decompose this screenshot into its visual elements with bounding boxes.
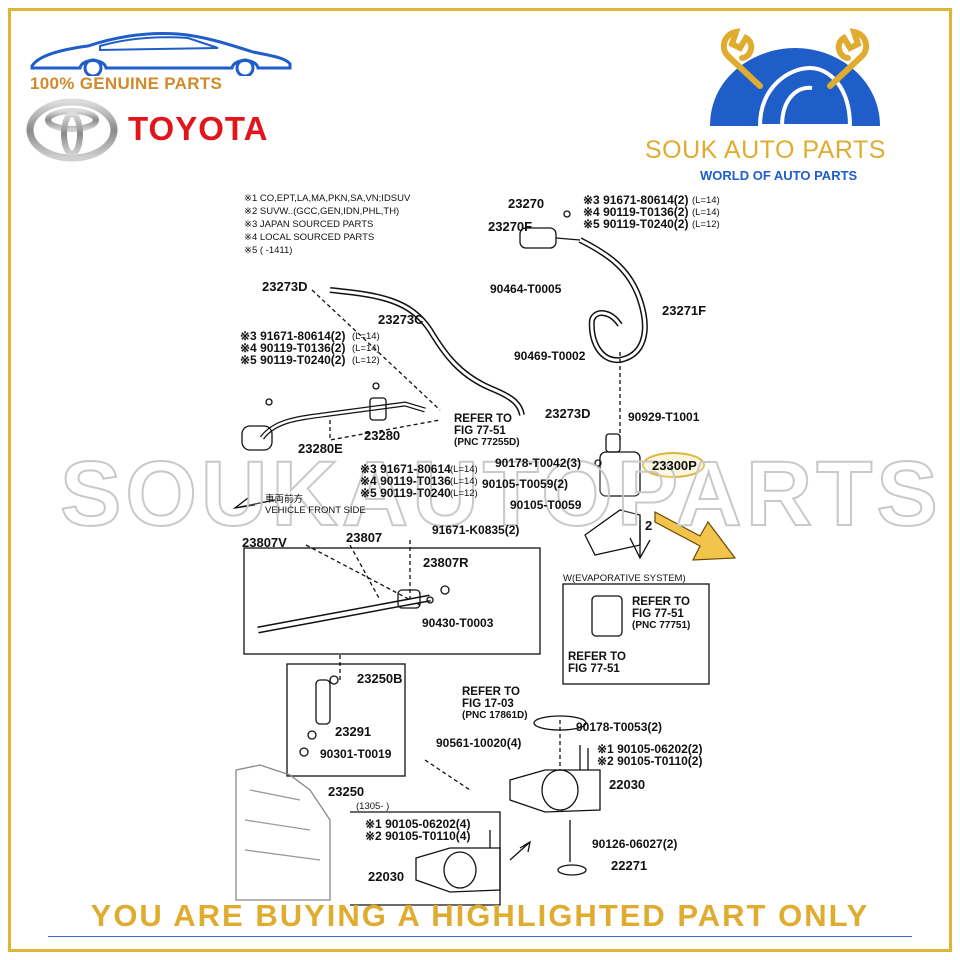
part-label: 23280 <box>364 428 401 443</box>
refer-line: REFER TO <box>462 686 520 698</box>
part-label: 91671-K0835(2) <box>432 523 520 537</box>
part-label: ※4 90119-T0136(2) <box>583 205 689 219</box>
diagram-note: ※5 ( -1411) <box>244 245 293 256</box>
diagram-note: ※3 JAPAN SOURCED PARTS <box>244 219 374 230</box>
refer-line: (PNC 77255D) <box>454 437 520 448</box>
part-label: 23273C <box>378 312 424 327</box>
part-label: ※1 90105-06202(4) <box>365 817 471 831</box>
page-frame <box>8 8 952 952</box>
part-label: 23270F <box>488 219 533 234</box>
car-logo-icon <box>30 32 292 76</box>
evap-system-label: W(EVAPORATIVE SYSTEM) <box>563 573 686 584</box>
date-range-note: (1305- ) <box>356 801 390 812</box>
bolt-length-note: (L=14) <box>352 343 380 354</box>
bolt-length-note: (L=14) <box>352 331 380 342</box>
diagram-note: ※1 CO,EPT,LA,MA,PKN,SA,VN;IDSUV <box>244 193 411 204</box>
part-label: ※2 90105-T0110(4) <box>365 829 471 843</box>
refer-line: (PNC 77751) <box>632 620 691 631</box>
part-label: 90178-T0053(2) <box>576 720 663 734</box>
diagram-note: ※2 SUVW..(GCC,GEN,IDN,PHL,TH) <box>244 206 400 217</box>
diagram-note: ※4 LOCAL SOURCED PARTS <box>244 232 375 243</box>
part-label: 2 <box>645 518 653 533</box>
part-label: ※5 90119-T0240(2) <box>583 217 689 231</box>
part-label: ※2 90105-T0110(2) <box>597 754 703 768</box>
watermark-text: SOUKAUTOPARTS <box>59 442 942 546</box>
refer-note: REFER TO FIG 77-51 (PNC 77255D) <box>454 413 520 449</box>
refer-note: REFER TO FIG 77-51 <box>568 651 626 675</box>
part-label: 90561-10020(4) <box>436 736 522 750</box>
toyota-brand-text: TOYOTA <box>128 110 269 147</box>
part-label: 90105-T0059 <box>510 498 582 512</box>
part-label: 23807V <box>242 535 287 550</box>
part-label: 23250 <box>328 784 365 799</box>
part-label: 23807 <box>346 530 383 545</box>
part-label: ※5 90119-T0240(2) <box>240 353 346 367</box>
souk-logo-icon <box>710 28 880 128</box>
toyota-emblem-icon <box>26 98 118 162</box>
highlight-ring <box>642 452 705 478</box>
part-label: ※4 90119-T0136(2) <box>240 341 346 355</box>
part-label: 90301-T0019 <box>320 747 392 761</box>
part-label: 90469-T0002 <box>514 349 586 363</box>
part-label: 22030 <box>368 869 405 884</box>
part-label: 90105-T0059(2) <box>482 477 569 491</box>
bolt-length-note: (L=14) <box>692 207 720 218</box>
seller-tagline: WORLD OF AUTO PARTS <box>700 168 858 183</box>
part-label: ※3 91671-80614(2) <box>240 329 346 343</box>
bolt-length-note: (L=14) <box>692 195 720 206</box>
part-label: 22271 <box>611 858 648 873</box>
part-label: 90430-T0003 <box>422 616 494 630</box>
refer-line: REFER TO <box>632 596 690 608</box>
bolt-length-note: (L=14) <box>450 476 478 487</box>
highlight-notice-banner: YOU ARE BUYING A HIGHLIGHTED PART ONLY <box>90 898 870 933</box>
part-label: 23271F <box>662 303 707 318</box>
part-label: 23250B <box>357 671 403 686</box>
divider <box>48 936 912 937</box>
refer-line: FIG 77-51 <box>632 608 684 620</box>
part-label: 23291 <box>335 724 372 739</box>
bolt-length-note: (L=12) <box>692 219 720 230</box>
genuine-parts-text: 100% GENUINE PARTS <box>30 74 223 93</box>
part-label: 23270 <box>508 196 545 211</box>
part-label: ※3 91671-80614 <box>360 462 451 476</box>
refer-note: REFER TO FIG 77-51 (PNC 77751) <box>632 596 690 632</box>
bolt-length-note: (L=12) <box>352 355 380 366</box>
part-label: ※1 90105-06202(2) <box>597 742 703 756</box>
bolt-length-note: (L=12) <box>450 488 478 499</box>
part-label: ※4 90119-T0136 <box>360 474 451 488</box>
part-label: 23273D <box>545 406 591 421</box>
vehicle-front-label: VEHICLE FRONT SIDE <box>265 505 366 516</box>
bolt-length-note: (L=14) <box>450 464 478 475</box>
part-label: 90464-T0005 <box>490 282 562 296</box>
part-label: 90178-T0042(3) <box>495 456 582 470</box>
part-label: 23280E <box>298 441 343 456</box>
refer-line: FIG 17-03 <box>462 698 514 710</box>
refer-line: (PNC 17861D) <box>462 710 528 721</box>
part-label: 23807R <box>423 555 469 570</box>
refer-line: REFER TO <box>568 651 626 663</box>
vehicle-front-jp: 車両前方 <box>265 494 304 505</box>
part-label: 90126-06027(2) <box>592 837 678 851</box>
part-label: 90929-T1001 <box>628 410 700 424</box>
refer-note: REFER TO FIG 17-03 (PNC 17861D) <box>462 686 528 722</box>
refer-line: REFER TO <box>454 413 512 425</box>
refer-line: FIG 77-51 <box>568 663 620 675</box>
seller-name: SOUK AUTO PARTS <box>645 136 886 164</box>
part-label: 23273D <box>262 279 308 294</box>
part-label: ※5 90119-T0240 <box>360 486 451 500</box>
part-label: ※3 91671-80614(2) <box>583 193 689 207</box>
highlighted-part-label: 23300P <box>652 458 697 473</box>
refer-line: FIG 77-51 <box>454 425 506 437</box>
part-label: 22030 <box>609 777 646 792</box>
